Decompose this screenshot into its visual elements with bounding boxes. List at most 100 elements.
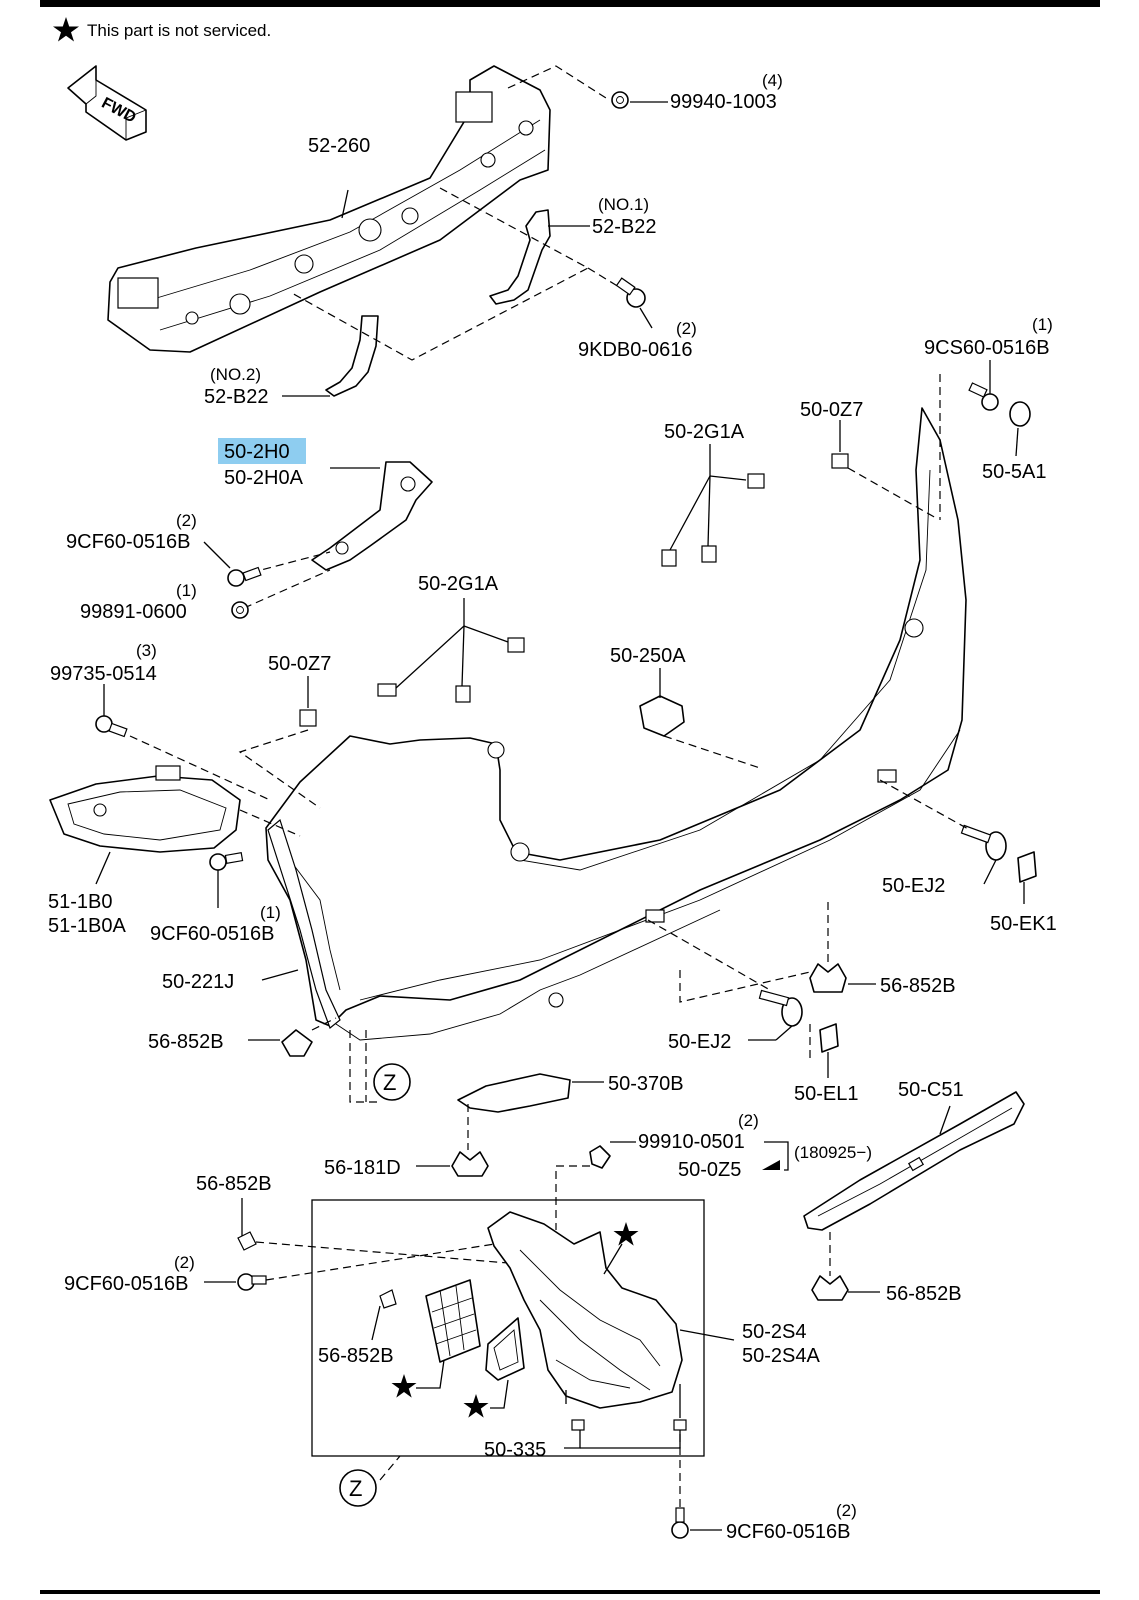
retainer-50-0z7-top bbox=[831, 420, 849, 469]
retainer-50-0z7-mid bbox=[299, 676, 317, 727]
star-icon bbox=[613, 1222, 639, 1246]
label-50-el1: 50-EL1 bbox=[794, 1083, 859, 1105]
qty-52-b22-no1: (NO.1) bbox=[598, 195, 649, 214]
label-52-b22-no1: 52-B22 bbox=[592, 216, 657, 238]
qty-9cs60-0516b: (1) bbox=[1032, 315, 1053, 334]
label-50-250a: 50-250A bbox=[610, 645, 686, 667]
label-50-2s4a: 50-2S4A bbox=[742, 1345, 820, 1367]
cover-50-370b bbox=[457, 1073, 604, 1113]
label-99891-0600: 99891-0600 bbox=[80, 601, 187, 623]
bracket-50-250a bbox=[639, 668, 685, 737]
label-9cf60-0516b-a: 9CF60-0516B bbox=[66, 531, 191, 553]
date-note: (180925−) bbox=[794, 1143, 872, 1162]
label-99910-0501: 99910-0501 bbox=[638, 1131, 745, 1153]
reflector-51-1b0 bbox=[49, 765, 241, 885]
bracket-50-c51 bbox=[803, 1091, 1025, 1231]
label-56-181d: 56-181D bbox=[324, 1157, 401, 1179]
qty-99735-0514: (3) bbox=[136, 641, 157, 660]
label-50-5a1: 50-5A1 bbox=[982, 461, 1047, 483]
qty-99891-0600: (1) bbox=[176, 581, 197, 600]
qty-9cf60-0516b-b: (1) bbox=[260, 903, 281, 922]
star-icon bbox=[463, 1394, 489, 1418]
qty-9cf60-0516b-a: (2) bbox=[176, 511, 197, 530]
cap-50-5a1 bbox=[1009, 401, 1031, 457]
label-50-335: 50-335 bbox=[484, 1439, 546, 1461]
tow-hook-50-ej2-center bbox=[758, 989, 803, 1041]
label-50-ej2-center: 50-EJ2 bbox=[668, 1031, 731, 1053]
bolt-9cf60-0516b-b bbox=[209, 851, 244, 908]
nut-99891-0600 bbox=[231, 601, 249, 619]
label-50-221j: 50-221J bbox=[162, 971, 234, 993]
qty-9kdb0-0616: (2) bbox=[676, 319, 697, 338]
label-56-852b-right: 56-852B bbox=[880, 975, 956, 997]
bolt-9cf60-0516b-a bbox=[227, 566, 262, 587]
label-50-2h0: 50-2H0 bbox=[224, 441, 290, 463]
legend-text: This part is not serviced. bbox=[87, 21, 271, 40]
zone-z-marker-top: Z bbox=[373, 1063, 411, 1101]
nut-99910-0501 bbox=[589, 1141, 636, 1169]
screw-99735-0514 bbox=[95, 684, 128, 738]
inset-detail-box bbox=[311, 1199, 735, 1457]
qty-52-b22-no2: (NO.2) bbox=[210, 365, 261, 384]
label-9cs60-0516b: 9CS60-0516B bbox=[924, 337, 1050, 359]
bolt-9cf60-0516b-c bbox=[204, 1273, 267, 1291]
highlight-50-2h0 bbox=[218, 438, 306, 464]
top-border-rule bbox=[40, 0, 1100, 7]
bolt-9cf60-0516b-d bbox=[671, 1507, 722, 1539]
clip-group-50-2g1a-mid bbox=[377, 598, 525, 703]
zone-z-label-top: Z bbox=[383, 1070, 396, 1095]
bumper-reinforcement-52-260 bbox=[107, 65, 551, 353]
label-99940-1003: 99940-1003 bbox=[670, 91, 777, 113]
label-56-852b-c51: 56-852B bbox=[886, 1283, 962, 1305]
bottom-border-rule bbox=[40, 1590, 1100, 1594]
label-56-852b-left: 56-852B bbox=[148, 1031, 224, 1053]
star-icon bbox=[53, 17, 79, 42]
label-50-c51: 50-C51 bbox=[898, 1079, 964, 1101]
label-50-ek1: 50-EK1 bbox=[990, 913, 1057, 935]
label-51-1b0a: 51-1B0A bbox=[48, 915, 126, 937]
clip-56-181d bbox=[416, 1151, 489, 1177]
bumper-bracket-50-2h0 bbox=[311, 461, 433, 571]
push-clip-56-852b-c51 bbox=[811, 1275, 880, 1301]
label-50-ej2-right: 50-EJ2 bbox=[882, 875, 945, 897]
label-50-2g1a-mid: 50-2G1A bbox=[418, 573, 499, 595]
label-9cf60-0516b-c: 9CF60-0516B bbox=[64, 1273, 189, 1295]
label-99735-0514: 99735-0514 bbox=[50, 663, 157, 685]
fwd-arrow-icon: FWD bbox=[67, 65, 147, 141]
bracket-52-b22-no2 bbox=[325, 315, 379, 397]
label-52-b22-no2: 52-B22 bbox=[204, 386, 269, 408]
label-56-852b-inset: 56-852B bbox=[318, 1345, 394, 1367]
label-50-370b: 50-370B bbox=[608, 1073, 684, 1095]
label-50-2g1a-top: 50-2G1A bbox=[664, 421, 745, 443]
side-bracket-50-221j bbox=[267, 818, 341, 1029]
label-50-0z5: 50-0Z5 bbox=[678, 1159, 741, 1181]
clip-group-50-2g1a-top bbox=[661, 444, 765, 567]
qty-99940-1003: (4) bbox=[762, 71, 783, 90]
bracket-52-b22-no1 bbox=[489, 209, 551, 305]
push-clip-56-852b-right bbox=[809, 963, 876, 993]
callout-labels: (4) 99940-1003 52-260 (NO.1) 52-B22 (2) … bbox=[48, 71, 1057, 1543]
push-clip-56-852b-left bbox=[248, 1029, 313, 1057]
label-51-1b0: 51-1B0 bbox=[48, 891, 113, 913]
label-52-260: 52-260 bbox=[308, 135, 370, 157]
legend: This part is not serviced. bbox=[53, 17, 271, 42]
qty-9cf60-0516b-c: (2) bbox=[174, 1253, 195, 1272]
label-9cf60-0516b-d: 9CF60-0516B bbox=[726, 1521, 851, 1543]
tow-hook-50-ej2-right bbox=[960, 824, 1007, 885]
star-icon bbox=[391, 1374, 417, 1398]
push-clip-56-852b-lower-left bbox=[237, 1198, 257, 1251]
bolt-9kdb0-0616 bbox=[615, 277, 653, 329]
label-50-2s4: 50-2S4 bbox=[742, 1321, 807, 1343]
label-9cf60-0516b-b: 9CF60-0516B bbox=[150, 923, 275, 945]
qty-99910-0501: (2) bbox=[738, 1111, 759, 1130]
zone-z-marker-bottom: Z bbox=[339, 1469, 377, 1507]
qty-9cf60-0516b-d: (2) bbox=[836, 1501, 857, 1520]
rear-bumper-fascia bbox=[265, 407, 967, 1041]
nut-99940-1003 bbox=[611, 91, 668, 109]
label-50-0z7-top: 50-0Z7 bbox=[800, 399, 863, 421]
cap-50-el1 bbox=[819, 1023, 839, 1078]
label-50-0z7-mid: 50-0Z7 bbox=[268, 653, 331, 675]
bolt-9cs60-0516b bbox=[968, 382, 999, 411]
cap-50-ek1 bbox=[1017, 851, 1037, 904]
